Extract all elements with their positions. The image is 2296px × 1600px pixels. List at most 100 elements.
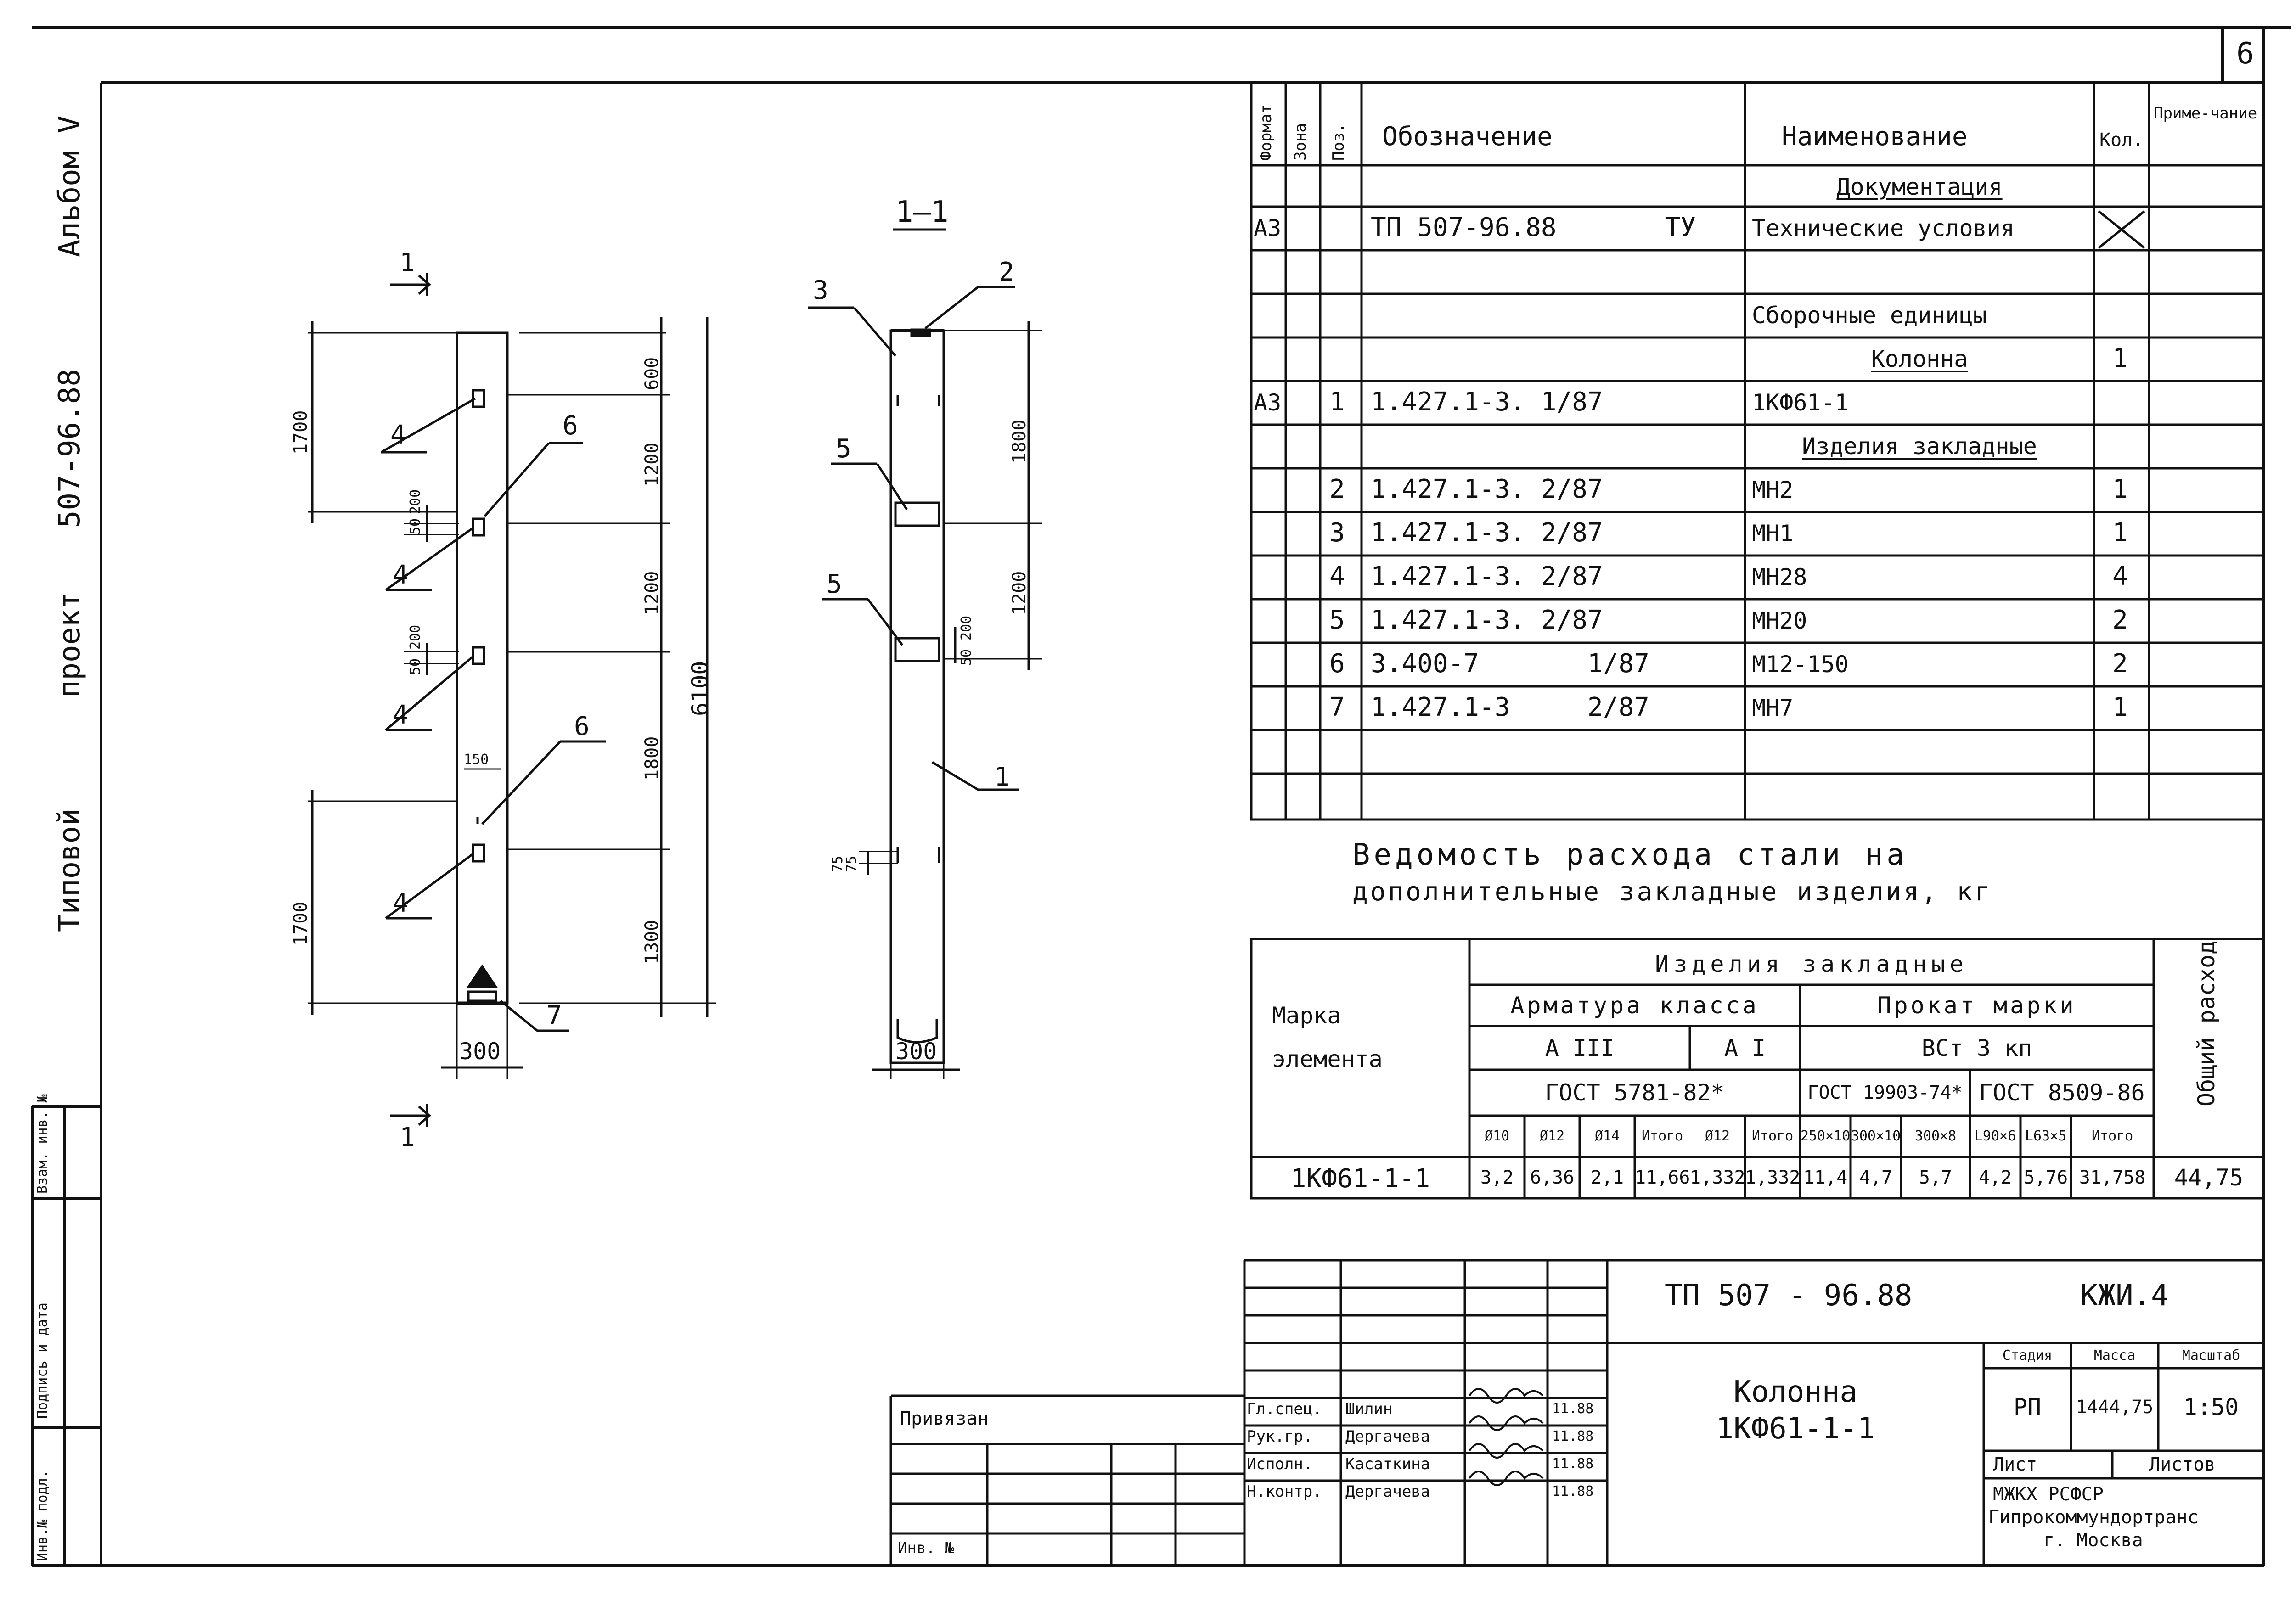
spec-row-pos: 2 — [1329, 474, 1345, 504]
spec-row-pos: 3 — [1329, 518, 1345, 548]
spec-row-qty: 1 — [2112, 692, 2128, 722]
callout-1: 1 — [994, 762, 1010, 792]
spec-row-pos: 7 — [1329, 692, 1345, 722]
spec-row-name: М12-150 — [1752, 651, 1849, 678]
spec-row-designation: 1.427.1-3. 2/87 — [1371, 474, 1603, 504]
dim-1800: 1800 — [642, 736, 663, 780]
steel-row-total: 44,75 — [2174, 1164, 2244, 1191]
spec-row-qty: 1 — [2112, 474, 2128, 504]
section-mark-top: 1 — [400, 248, 415, 278]
scale-label: Масштаб — [2182, 1347, 2240, 1364]
steel-gost-rebar: ГОСТ 5781-82* — [1545, 1079, 1725, 1106]
dim-1200-right: 1200 — [1009, 571, 1030, 615]
steel-subcol-header: Итого — [1641, 1128, 1683, 1144]
spec-row-name: МН1 — [1752, 520, 1794, 547]
spec-row-name: Документация — [1836, 174, 2003, 200]
spec-row-name: МН7 — [1752, 695, 1794, 721]
spec-header-zone: Зона — [1291, 123, 1310, 161]
signer-name: Дергачева — [1345, 1482, 1430, 1501]
callout-4c: 4 — [393, 700, 408, 730]
steel-row-value: 2,1 — [1590, 1167, 1624, 1188]
spec-row-name: МН20 — [1752, 607, 1807, 634]
sheet-code: КЖИ.4 — [2080, 1279, 2169, 1313]
callout-4b: 4 — [393, 560, 408, 590]
signer-role: Н.контр. — [1247, 1482, 1322, 1501]
steel-mark-header: Марка элемента — [1272, 1002, 1383, 1072]
spec-row-qty: 4 — [2112, 561, 2128, 591]
spec-row-pos: 4 — [1329, 561, 1345, 591]
steel-subcol-header: Ø12 — [1539, 1128, 1565, 1144]
steel-class-a3: А III — [1545, 1035, 1615, 1061]
sheets-label: Листов — [2149, 1454, 2216, 1475]
steel-row-value: 5,7 — [1919, 1167, 1953, 1188]
spec-header-designation: Обозначение — [1382, 122, 1553, 152]
signer-name: Шилин — [1345, 1400, 1393, 1418]
steel-subcol-header: Итого — [1751, 1128, 1794, 1144]
signer-date: 11.88 — [1552, 1401, 1594, 1417]
dim-6100: 6100 — [687, 661, 714, 716]
stamp-inv-label: Инв.№ подл. — [34, 1470, 51, 1561]
callout-2: 2 — [999, 257, 1014, 287]
section-mark-bottom: 1 — [400, 1123, 415, 1152]
steel-row-value: 5,76 — [2023, 1167, 2068, 1188]
steel-row-value: 11,66 — [1635, 1167, 1690, 1188]
margin-label-project: проект — [53, 591, 87, 698]
spec-row-name: 1КФ61-1 — [1752, 389, 1849, 416]
steel-subcol-header: 300×8 — [1914, 1128, 1957, 1144]
signer-role: Гл.спец. — [1247, 1400, 1322, 1418]
dim-600: 600 — [642, 357, 663, 390]
product-name-2: 1КФ61-1-1 — [1716, 1412, 1875, 1446]
steel-rolled-header: Прокат марки — [1877, 992, 2077, 1019]
callout-6b: 6 — [574, 712, 590, 741]
dim-50-right: 50 — [958, 649, 974, 666]
spec-row-name: Изделия закладные — [1802, 433, 2037, 460]
signer-name: Касаткина — [1345, 1455, 1430, 1473]
spec-row-name: Колонна — [1871, 346, 1968, 372]
spec-row-format: А3 — [1254, 215, 1282, 241]
spec-row-name: Сборочные единицы — [1752, 302, 1987, 329]
steel-row-value: 31,758 — [2079, 1167, 2146, 1188]
spec-row-name: МН28 — [1752, 564, 1807, 590]
doc-code: ТП 507 - 96.88 — [1665, 1279, 1913, 1313]
steel-gost-angle: ГОСТ 8509-86 — [1979, 1079, 2145, 1106]
spec-header-qty: Кол. — [2099, 129, 2144, 151]
section-title: 1–1 — [895, 195, 949, 229]
callout-4d: 4 — [393, 888, 408, 918]
margin-label-code: 507-96.88 — [53, 369, 87, 528]
steel-subcol-header: L90×6 — [1974, 1128, 2016, 1144]
steel-rebar-header: Арматура класса — [1510, 992, 1759, 1019]
spec-row-qty: 2 — [2112, 605, 2128, 635]
spec-row-pos: 5 — [1329, 605, 1345, 635]
steel-row-value: 6,36 — [1530, 1167, 1575, 1188]
org-line-1: МЖКХ РСФСР — [1993, 1484, 2104, 1505]
signer-date: 11.88 — [1552, 1428, 1594, 1444]
steel-row-value: 11,4 — [1803, 1167, 1848, 1188]
steel-class-a1: А I — [1724, 1035, 1766, 1061]
steel-row-value: 1,332 — [1690, 1167, 1745, 1188]
spec-row-qty: 1 — [2112, 343, 2128, 373]
inv-label: Инв. № — [898, 1539, 954, 1557]
spec-row-designation: 1.427.1-3 2/87 — [1371, 692, 1649, 722]
spec-header-pos: Поз. — [1329, 123, 1348, 161]
dim-1300: 1300 — [642, 920, 663, 964]
dim-75a: 75 — [830, 855, 846, 872]
steel-subcol-header: 250×10 — [1800, 1128, 1851, 1144]
dim-1700-top: 1700 — [290, 410, 311, 455]
mass-label: Масса — [2093, 1347, 2136, 1364]
dim-300-right: 300 — [895, 1038, 937, 1065]
stamp-replaced-label: Взам. инв. № — [34, 1094, 51, 1194]
dim-200-right: 200 — [958, 615, 974, 640]
mass-value: 1444,75 — [2076, 1397, 2154, 1418]
callout-6a: 6 — [563, 411, 578, 441]
stage-value: РП — [2013, 1394, 2042, 1420]
spec-row-qty: 2 — [2112, 649, 2128, 679]
steel-subcol-header: L63×5 — [2025, 1128, 2067, 1144]
dim-200a: 200 — [407, 489, 423, 514]
spec-row-designation: 3.400-7 1/87 — [1371, 649, 1649, 679]
steel-subcol-header: Ø12 — [1705, 1128, 1730, 1144]
scale-value: 1:50 — [2183, 1394, 2239, 1420]
spec-row-name: МН2 — [1752, 477, 1794, 503]
sheet-label: Лист — [1993, 1454, 2037, 1475]
spec-header-name: Наименование — [1782, 122, 1968, 152]
